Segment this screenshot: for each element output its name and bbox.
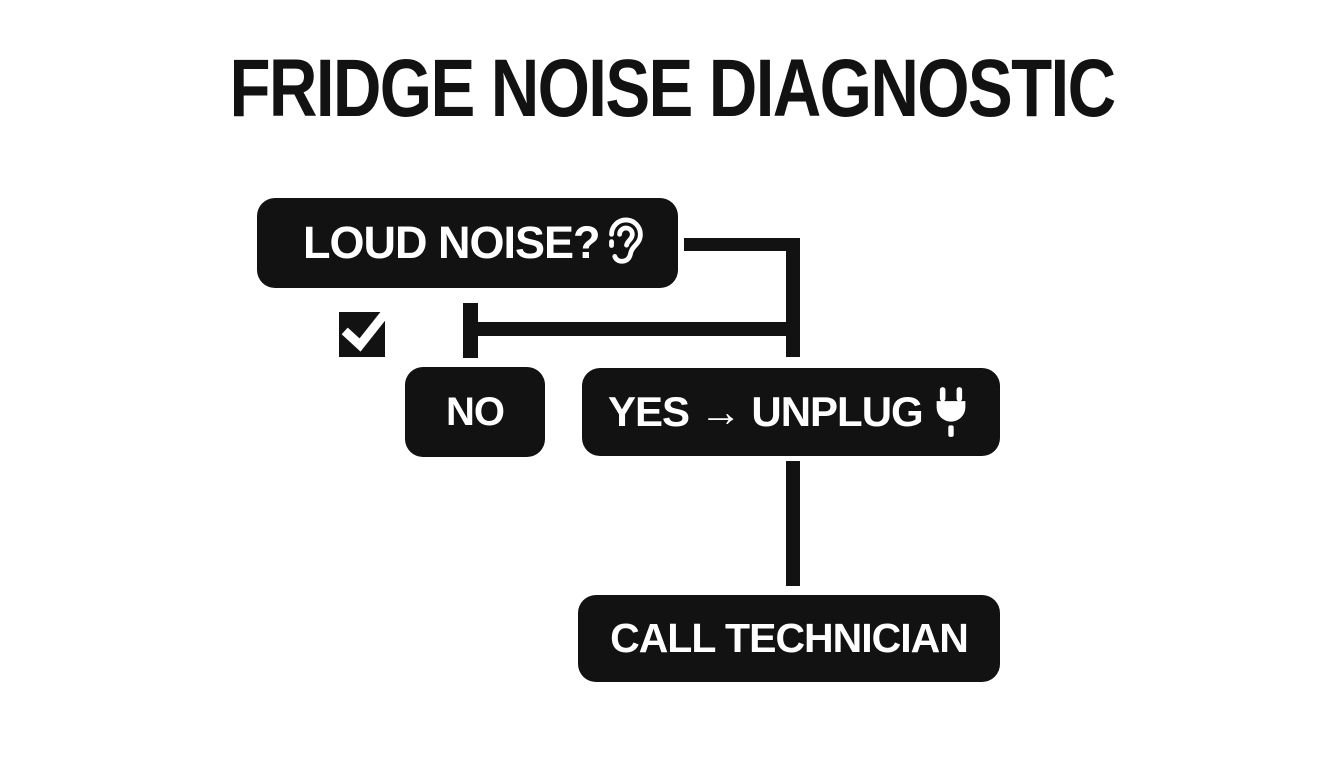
node-yes-unplug-label: YES → UNPLUG [608,388,924,435]
node-loud-noise: LOUD NOISE? [257,198,678,288]
checkbox-checked-icon [339,304,392,357]
page-title: FRIDGE NOISE DIAGNOSTIC [229,43,1116,134]
node-call-technician-label: CALL TECHNICIAN [610,615,969,661]
edge-loudnoise-to-rail [684,238,800,251]
node-call-technician: CALL TECHNICIAN [578,595,1000,682]
ear-icon [600,213,650,273]
node-yes-unplug: YES → UNPLUG [582,368,1000,456]
edge-yes-to-call-technician [786,461,800,586]
edge-loudnoise-down-stub [463,303,478,358]
node-no-label: NO [446,389,505,434]
plug-icon [928,386,974,438]
node-loud-noise-label: LOUD NOISE? [303,217,601,268]
edge-branch-horizontal [463,322,800,336]
node-no: NO [405,367,545,457]
edge-rail-vertical [786,238,800,357]
